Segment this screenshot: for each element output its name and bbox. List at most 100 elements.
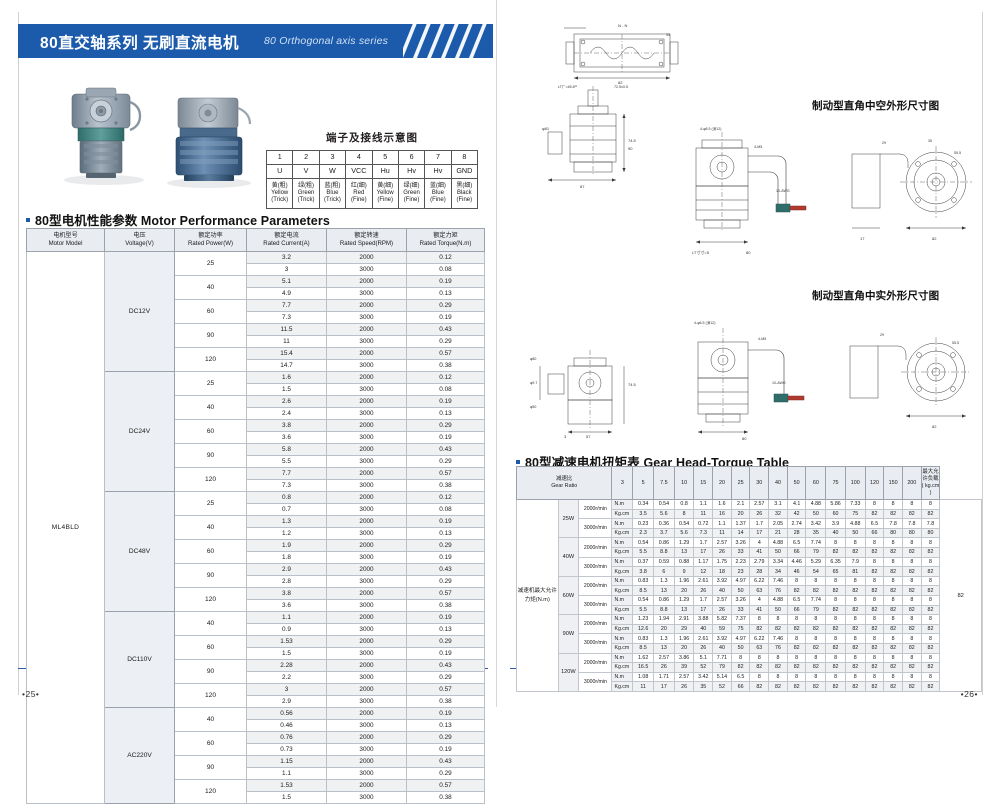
gear-torque-value-cell: 7.8	[920, 518, 941, 529]
svg-text:80: 80	[742, 436, 747, 441]
gear-torque-value-cell: 0.54	[632, 595, 654, 606]
gear-torque-value-cell: 2.05	[768, 518, 788, 529]
gear-torque-value-cell: 4	[749, 537, 770, 549]
gear-torque-value-cell: 63	[749, 585, 770, 596]
gear-power-cell: 120W	[557, 652, 580, 692]
gear-torque-value-cell: 26	[712, 547, 732, 558]
rated-torque-cell: 0.19	[406, 611, 485, 625]
gear-ratio-value-header: 30	[749, 465, 770, 501]
gear-torque-value-cell: 8	[825, 633, 846, 644]
gear-torque-value-cell: 7.37	[730, 614, 751, 625]
rated-speed-cell: 2000	[326, 395, 407, 409]
terminal-color-cell: 蓝(粗)Blue(Trick)	[318, 178, 347, 209]
rated-current-cell: 1.15	[246, 755, 327, 769]
gear-torque-value-cell: 17	[693, 547, 714, 558]
gear-speed-cell: 3000r/min	[578, 633, 613, 654]
gear-torque-value-cell: 20	[673, 585, 695, 596]
gear-torque-value-cell: 82	[805, 642, 827, 654]
gear-torque-value-cell: 82	[920, 662, 941, 673]
gear-speed-cell: 2000r/min	[578, 652, 613, 673]
rated-current-cell: 5.5	[246, 455, 327, 469]
terminal-signal-cell: U	[265, 164, 294, 179]
terminal-color-cell: 黄(细)Yellow(Fine)	[371, 178, 399, 209]
rated-torque-cell: 0.19	[406, 647, 485, 661]
gear-torque-value-cell: 7.71	[712, 652, 732, 664]
max-load-header: 最大允许负载( kg.cm )	[920, 465, 941, 501]
rated-speed-cell: 2000	[326, 515, 407, 529]
gear-torque-value-cell: 8	[901, 595, 922, 606]
gear-torque-value-cell: 52	[712, 681, 732, 692]
gear-torque-value-cell: 82	[883, 566, 903, 577]
gear-torque-value-cell: 1.62	[632, 652, 654, 664]
gear-torque-value-cell: 4	[749, 595, 770, 606]
svg-text:29: 29	[880, 333, 884, 337]
svg-text:74.5: 74.5	[628, 138, 637, 143]
gear-ratio-value-header: 15	[693, 465, 714, 501]
motor-performance-heading: 80型电机性能参数 Motor Performance Parameters	[26, 210, 330, 229]
rated-speed-cell: 2000	[326, 467, 407, 481]
gear-torque-value-cell: 1.71	[652, 671, 675, 683]
gear-torque-value-cell: 8	[883, 556, 903, 568]
terminal-signal-cell: Hv	[397, 164, 426, 179]
rated-torque-cell: 0.08	[406, 383, 485, 397]
rated-speed-cell: 2000	[326, 371, 407, 385]
rated-speed-cell: 3000	[326, 455, 407, 469]
rated-torque-cell: 0.43	[406, 323, 485, 337]
drawing-title-hollow: 制动型直角中空外形尺寸图	[812, 98, 939, 113]
gear-torque-value-cell: 8	[883, 595, 903, 606]
gear-unit-cell: Kg.cm	[611, 623, 634, 635]
gear-torque-value-cell: 40	[825, 527, 846, 539]
gear-torque-value-cell: 17	[693, 604, 714, 616]
gear-torque-value-cell: 82	[883, 508, 903, 520]
rated-power-cell: 120	[174, 683, 247, 709]
gear-torque-value-cell: 3.92	[712, 633, 732, 644]
gear-torque-value-cell: 0.8	[673, 499, 695, 510]
gear-torque-value-cell: 8	[901, 537, 922, 549]
rated-current-cell: 0.76	[246, 731, 327, 745]
rated-speed-cell: 2000	[326, 491, 407, 505]
rated-power-cell: 60	[174, 635, 247, 661]
terminal-number-cell: 5	[371, 150, 399, 165]
gear-torque-value-cell: 2.23	[730, 556, 751, 568]
gear-torque-value-cell: 5.6	[652, 508, 675, 520]
gear-torque-value-cell: 46	[786, 566, 807, 577]
gear-torque-value-cell: 8	[883, 633, 903, 644]
gear-torque-value-cell: 8	[883, 652, 903, 664]
gear-torque-value-cell: 82	[901, 508, 922, 520]
rated-torque-cell: 0.19	[406, 743, 485, 757]
gear-torque-value-cell: 26	[712, 604, 732, 616]
motor-performance-heading-cn: 80型电机性能参数	[35, 214, 138, 228]
gear-torque-value-cell: 40	[693, 623, 714, 635]
gear-torque-value-cell: 7.74	[805, 595, 827, 606]
gear-torque-value-cell: 0.83	[632, 633, 654, 644]
gear-torque-value-cell: 11	[693, 508, 714, 520]
gear-speed-cell: 3000r/min	[578, 594, 613, 616]
terminal-signal-cell: VCC	[345, 164, 373, 179]
svg-text:4-M5: 4-M5	[758, 337, 766, 341]
gear-torque-value-cell: 82	[920, 547, 941, 558]
rated-current-cell: 1.53	[246, 779, 327, 793]
technical-drawing-solid-left: φ80 φ9.7 φ50 74.5 3 57	[528, 310, 668, 440]
gear-unit-cell: N.m	[611, 537, 634, 549]
gear-torque-value-cell: 82	[825, 547, 846, 558]
terminal-number-cell: 2	[292, 150, 320, 165]
gear-torque-value-cell: 3.5	[632, 508, 654, 520]
gear-torque-value-cell: 2.79	[749, 556, 770, 568]
gear-torque-value-cell: 8	[749, 614, 770, 625]
rated-speed-cell: 3000	[326, 431, 407, 445]
gear-torque-value-cell: 82	[883, 547, 903, 558]
gear-torque-value-cell: 26	[693, 642, 714, 654]
terminal-number-cell: 6	[397, 150, 426, 165]
rated-power-cell: 90	[174, 563, 247, 589]
voltage-cell: AC220V	[104, 707, 175, 804]
gear-unit-cell: N.m	[611, 652, 634, 664]
rated-torque-cell: 0.19	[406, 275, 485, 289]
